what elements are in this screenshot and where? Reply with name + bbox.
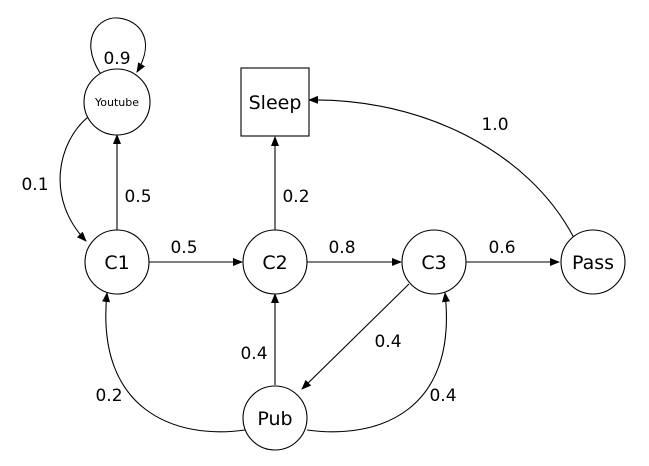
edge-label-pub-c3: 0.4 xyxy=(429,386,456,406)
node-label-c3: C3 xyxy=(421,252,446,274)
node-c1: C1 xyxy=(84,229,150,295)
node-label-sleep: Sleep xyxy=(249,92,302,114)
edge-label-youtube-c1: 0.1 xyxy=(21,175,48,195)
node-label-c2: C2 xyxy=(262,252,287,274)
edge-label-c2-c3: 0.8 xyxy=(328,238,355,258)
node-pub: Pub xyxy=(242,385,308,451)
edge-youtube-c1 xyxy=(59,116,89,242)
edge-label-pub-c1: 0.2 xyxy=(95,386,122,406)
edge-label-pass-sleep: 1.0 xyxy=(481,115,508,135)
edge-label-c1-c2: 0.5 xyxy=(170,238,197,258)
edge-pass-sleep xyxy=(308,95,575,239)
edge-label-c3-pass: 0.6 xyxy=(488,238,515,258)
edge-label-c1-youtube: 0.5 xyxy=(124,187,151,207)
node-sleep: Sleep xyxy=(240,67,310,137)
edge-label-pub-c2: 0.4 xyxy=(240,344,267,364)
node-pass: Pass xyxy=(560,229,626,295)
edge-c3-pub xyxy=(301,283,410,390)
edge-label-youtube-youtube: 0.9 xyxy=(103,49,130,69)
node-c3: C3 xyxy=(401,229,467,295)
edge-label-c2-sleep: 0.2 xyxy=(282,187,309,207)
node-c2: C2 xyxy=(242,229,308,295)
edge-label-c3-pub: 0.4 xyxy=(374,332,401,352)
edge-pub-c3 xyxy=(306,292,450,433)
edge-youtube-self xyxy=(90,17,146,74)
node-youtube: Youtube xyxy=(83,68,151,136)
node-label-pub: Pub xyxy=(257,408,292,430)
edge-pub-c1 xyxy=(102,292,246,433)
node-label-c1: C1 xyxy=(104,252,129,274)
node-label-pass: Pass xyxy=(572,252,614,274)
node-label-youtube: Youtube xyxy=(94,96,139,109)
